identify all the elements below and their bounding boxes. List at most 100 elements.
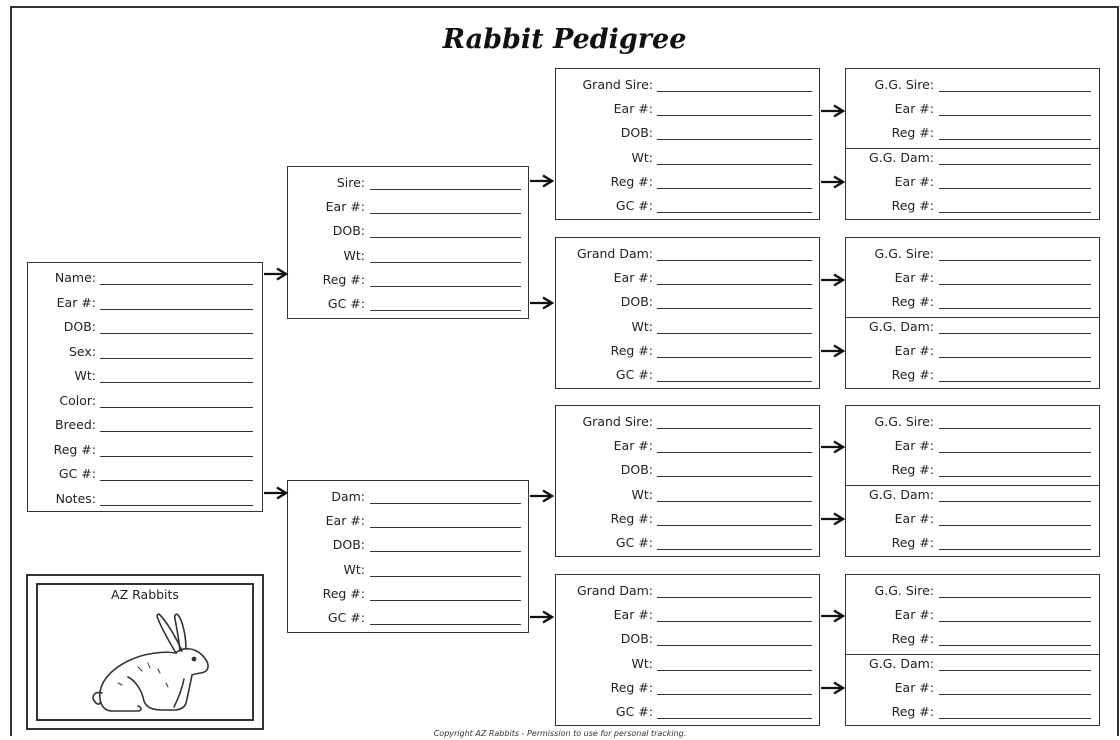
- gg-dam-field-input-line[interactable]: [939, 188, 1091, 190]
- subject-field-input-line[interactable]: [100, 455, 253, 457]
- gg-divider: [846, 148, 1099, 149]
- gg-divider: [846, 485, 1099, 486]
- gg-dam-field-input-line[interactable]: [939, 501, 1091, 502]
- gg-dam-field: Ear #:: [846, 341, 1099, 361]
- gg-sire-field-input-line[interactable]: [939, 308, 1091, 310]
- parent-field-input-line[interactable]: [370, 285, 521, 287]
- subject-field-label: Color:: [59, 392, 96, 408]
- parent-field-input-line[interactable]: [370, 575, 521, 577]
- gg-dam-field-input-line[interactable]: [939, 670, 1091, 671]
- subject-field-input-line[interactable]: [100, 308, 253, 310]
- gg-dam-field-input-line[interactable]: [939, 164, 1091, 165]
- parent-field-input-line[interactable]: [370, 527, 521, 529]
- grandparent-field-label: Reg #:: [610, 342, 653, 358]
- grandparent-field-input-line[interactable]: [657, 91, 812, 92]
- parent-field-input-line[interactable]: [370, 261, 521, 263]
- parent-field-input-line[interactable]: [370, 213, 521, 215]
- gg-sire-field-input-line[interactable]: [939, 621, 1091, 623]
- gg-dam-field: G.G. Dam:: [846, 654, 1099, 674]
- grandparent-field-input-line[interactable]: [657, 260, 812, 261]
- subject-field-label: DOB:: [63, 319, 96, 334]
- parent-field-input-line[interactable]: [370, 237, 521, 239]
- parent-field-input-line[interactable]: [370, 551, 521, 553]
- logo-frame: AZ Rabbits: [26, 574, 264, 730]
- subject-field-input-line[interactable]: [100, 284, 253, 285]
- subject-field: Ear #:: [28, 293, 262, 313]
- grandparent-field-input-line[interactable]: [657, 115, 812, 117]
- grandparent-field-input-line[interactable]: [657, 476, 812, 478]
- grandparent-field: DOB:: [556, 123, 819, 143]
- gg-sire-field-input-line[interactable]: [939, 260, 1091, 261]
- subject-field-input-line[interactable]: [100, 406, 253, 408]
- grandparent-field-input-line[interactable]: [657, 381, 812, 382]
- parent-field-input-line[interactable]: [370, 310, 521, 311]
- grandparent-field-input-line[interactable]: [657, 597, 812, 598]
- grandparent-field-input-line[interactable]: [657, 428, 812, 429]
- gg-sire-field-input-line[interactable]: [939, 91, 1091, 92]
- arrow-to-great-grandparent-icon: [821, 344, 846, 358]
- grandparent-field-input-line[interactable]: [657, 693, 812, 695]
- grandparent-field-input-line[interactable]: [657, 332, 812, 334]
- grandparent-field-input-line[interactable]: [657, 452, 812, 454]
- grandparent-field: DOB:: [556, 629, 819, 649]
- grandparent-field-input-line[interactable]: [657, 187, 812, 189]
- gg-dam-field-input-line[interactable]: [939, 718, 1091, 720]
- grandparent-field-input-line[interactable]: [657, 284, 812, 286]
- arrow-to-great-grandparent-icon: [821, 104, 846, 118]
- grandparent-field: Wt:: [556, 148, 819, 168]
- grandparent-field-input-line[interactable]: [657, 645, 812, 647]
- gg-sire-field-input-line[interactable]: [939, 476, 1091, 478]
- gg-dam-field-input-line[interactable]: [939, 694, 1091, 696]
- parent-field-label: DOB:: [332, 537, 365, 553]
- parent-field-label: GC #:: [327, 296, 365, 311]
- grandparent-field-input-line[interactable]: [657, 524, 812, 526]
- subject-field: Reg #:: [28, 440, 262, 460]
- grandparent-field-input-line[interactable]: [657, 212, 812, 213]
- subject-field-input-line[interactable]: [100, 382, 253, 383]
- grandparent-field-input-line[interactable]: [657, 139, 812, 141]
- gg-dam-field: Ear #:: [846, 509, 1099, 529]
- grandparent-field-input-line[interactable]: [657, 356, 812, 358]
- parent-field-input-line[interactable]: [370, 189, 521, 190]
- grandparent-field-input-line[interactable]: [657, 669, 812, 671]
- gg-dam-field-input-line[interactable]: [939, 357, 1091, 359]
- grandparent-field-input-line[interactable]: [657, 549, 812, 550]
- parent-field-input-line[interactable]: [370, 599, 521, 601]
- gg-dam-field-input-line[interactable]: [939, 381, 1091, 383]
- gg-sire-field-input-line[interactable]: [939, 428, 1091, 429]
- parent-field-input-line[interactable]: [370, 503, 521, 504]
- grandparent-field-input-line[interactable]: [657, 718, 812, 719]
- subject-field-input-line[interactable]: [100, 504, 253, 506]
- gg-dam-field-input-line[interactable]: [939, 549, 1091, 551]
- gg-dam-field-label: Reg #:: [891, 198, 934, 214]
- grandparent-field-label: Ear #:: [613, 438, 653, 454]
- subject-field-input-line[interactable]: [100, 480, 253, 481]
- gg-sire-field: G.G. Sire:: [846, 581, 1099, 601]
- grandparent-field-input-line[interactable]: [657, 163, 812, 165]
- gg-dam-field: Reg #:: [846, 702, 1099, 722]
- arrow-to-great-grandparent-icon: [821, 609, 846, 623]
- gg-dam-field-input-line[interactable]: [939, 525, 1091, 527]
- subject-field-input-line[interactable]: [100, 333, 253, 334]
- gg-sire-field-input-line[interactable]: [939, 284, 1091, 286]
- gg-sire-field-label: Reg #:: [891, 125, 934, 141]
- grandparent-field: GC #:: [556, 702, 819, 722]
- subject-field-input-line[interactable]: [100, 431, 253, 432]
- subject-field: Color:: [28, 391, 262, 411]
- grandparent-field-input-line[interactable]: [657, 500, 812, 502]
- grandparent-field-input-line[interactable]: [657, 621, 812, 623]
- grandparent-field-label: Grand Sire:: [582, 414, 654, 429]
- gg-sire-field-label: Reg #:: [891, 631, 934, 647]
- subject-field-input-line[interactable]: [100, 357, 253, 359]
- gg-sire-field-input-line[interactable]: [939, 452, 1091, 454]
- parent-field-input-line[interactable]: [370, 624, 521, 625]
- gg-sire-field-input-line[interactable]: [939, 115, 1091, 117]
- grand-dam-box: Grand Dam:Ear #:DOB:Wt:Reg #:GC #:: [555, 237, 820, 389]
- gg-dam-field-input-line[interactable]: [939, 212, 1091, 214]
- gg-sire-field-input-line[interactable]: [939, 597, 1091, 598]
- parent-field-label: Reg #:: [322, 585, 365, 601]
- gg-sire-field-input-line[interactable]: [939, 645, 1091, 647]
- gg-sire-field-input-line[interactable]: [939, 139, 1091, 141]
- gg-dam-field-input-line[interactable]: [939, 333, 1091, 334]
- grandparent-field-input-line[interactable]: [657, 308, 812, 310]
